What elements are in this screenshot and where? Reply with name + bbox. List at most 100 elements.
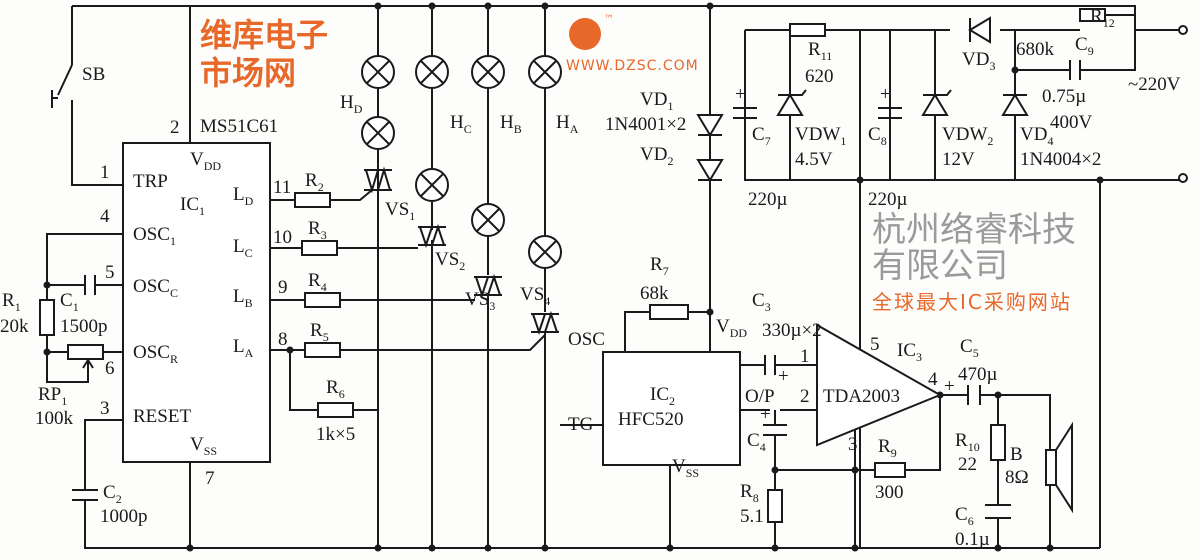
component-label: 100k <box>35 408 74 429</box>
component-label: R4 <box>308 270 327 294</box>
component-label: + <box>735 84 746 105</box>
component-label: 4.5V <box>795 149 833 170</box>
supply-label: ~220V <box>1128 74 1181 95</box>
component-label: IC3 <box>897 340 922 364</box>
component-label: VD4 <box>1020 124 1053 148</box>
pin-4: 4 <box>100 206 110 227</box>
component-label: TG <box>568 414 594 435</box>
component-label: R7 <box>650 254 669 278</box>
component-label: OSC <box>568 329 605 350</box>
component-label: VS1 <box>385 199 415 223</box>
terminal-top[interactable] <box>1178 25 1188 35</box>
component-label: C2 <box>103 482 122 506</box>
component-label: C8 <box>868 124 887 148</box>
component-label: VDW1 <box>795 124 846 148</box>
watermark-logo-icon <box>569 18 601 50</box>
component-label: O/P <box>745 386 775 407</box>
component-label: 220µ <box>748 189 788 210</box>
component-label: + <box>880 84 891 105</box>
watermark-url: WWW.DZSC.COM <box>566 58 699 74</box>
component-label: + <box>760 404 771 425</box>
component-label: VD3 <box>962 49 995 73</box>
component-label: 5.1 <box>740 506 764 527</box>
component-label: R11 <box>808 39 832 63</box>
ic2-box <box>602 351 741 466</box>
watermark-tm: ™ <box>604 14 614 25</box>
lamps <box>361 55 562 269</box>
component-label: LC <box>233 236 253 260</box>
component-label: OSCR <box>133 342 178 366</box>
component-label: VSS <box>190 434 217 458</box>
component-label: R3 <box>308 218 327 242</box>
component-label: R10 <box>955 430 980 454</box>
diodes <box>696 16 1029 182</box>
component-label: 4 <box>928 369 938 390</box>
component-label: IC2 <box>650 384 675 408</box>
watermark-brand: 维库电子市场网 <box>200 16 329 92</box>
component-label: R2 <box>305 170 324 194</box>
component-label: OSC1 <box>133 224 176 248</box>
ic1-box <box>122 142 271 463</box>
component-label: 12V <box>942 149 975 170</box>
component-label: 1k×5 <box>316 424 355 445</box>
component-label: VDD <box>716 316 747 340</box>
component-label: + <box>944 376 955 397</box>
component-label: + <box>778 366 789 387</box>
pin-label-reset: RESET <box>133 406 191 427</box>
component-label: C9 <box>1075 34 1094 58</box>
component-label: HA <box>556 112 579 136</box>
component-label: VD2 <box>640 144 673 168</box>
component-label: LA <box>233 336 254 360</box>
component-label: 0.75µ <box>1042 86 1086 107</box>
component-label: 20k <box>0 316 29 337</box>
component-label: C1 <box>60 290 79 314</box>
component-label: 0.1µ <box>955 529 990 550</box>
terminal-bottom[interactable] <box>1178 173 1188 183</box>
component-label: RP1 <box>38 384 67 408</box>
component-label: 220µ <box>868 189 908 210</box>
component-label: 1 <box>800 346 810 367</box>
pin-11: 11 <box>273 177 291 198</box>
ic3-amplifier <box>816 323 943 447</box>
component-label: R12 <box>1090 6 1115 30</box>
component-label: 1500p <box>60 316 108 337</box>
component-label: 3 <box>848 434 858 455</box>
pin-9: 9 <box>278 277 288 298</box>
component-label: 300 <box>875 482 904 503</box>
component-label: VDD <box>190 149 221 173</box>
label-sb: SB <box>82 64 105 85</box>
component-label: VDW2 <box>942 124 993 148</box>
component-label: 68k <box>640 283 669 304</box>
component-label: 8Ω <box>1005 467 1029 488</box>
component-label: C6 <box>955 504 974 528</box>
pin-6: 6 <box>105 358 115 379</box>
component-label: HB <box>500 112 522 136</box>
pin-5: 5 <box>105 262 115 283</box>
component-label: 680k <box>1016 39 1055 60</box>
pin-label-trp: TRP <box>133 171 168 192</box>
component-label: VS2 <box>435 249 465 273</box>
component-label: 5 <box>870 334 880 355</box>
component-label: 400V <box>1050 112 1093 133</box>
component-label: R8 <box>740 481 759 505</box>
component-label: LD <box>233 184 254 208</box>
component-label: 620 <box>805 66 834 87</box>
component-label: B <box>1010 444 1023 465</box>
component-label: 22 <box>958 454 977 475</box>
component-label: HD <box>340 92 363 116</box>
triacs <box>364 166 559 336</box>
component-label: C3 <box>752 290 771 314</box>
component-label: 470µ <box>958 364 998 385</box>
component-label: 1000p <box>100 506 148 527</box>
ic1-part: MS51C61 <box>200 116 278 137</box>
component-label: OSCC <box>133 276 178 300</box>
component-label: VSS <box>672 456 699 480</box>
junction-dots <box>43 2 1104 552</box>
terminals <box>1178 25 1188 183</box>
component-label: 1N4001×2 <box>605 114 686 135</box>
component-label: C7 <box>752 124 771 148</box>
watermark-company: 杭州络睿科技有限公司 <box>872 210 1076 286</box>
component-label: C4 <box>747 430 766 454</box>
pin-8: 8 <box>278 329 288 350</box>
